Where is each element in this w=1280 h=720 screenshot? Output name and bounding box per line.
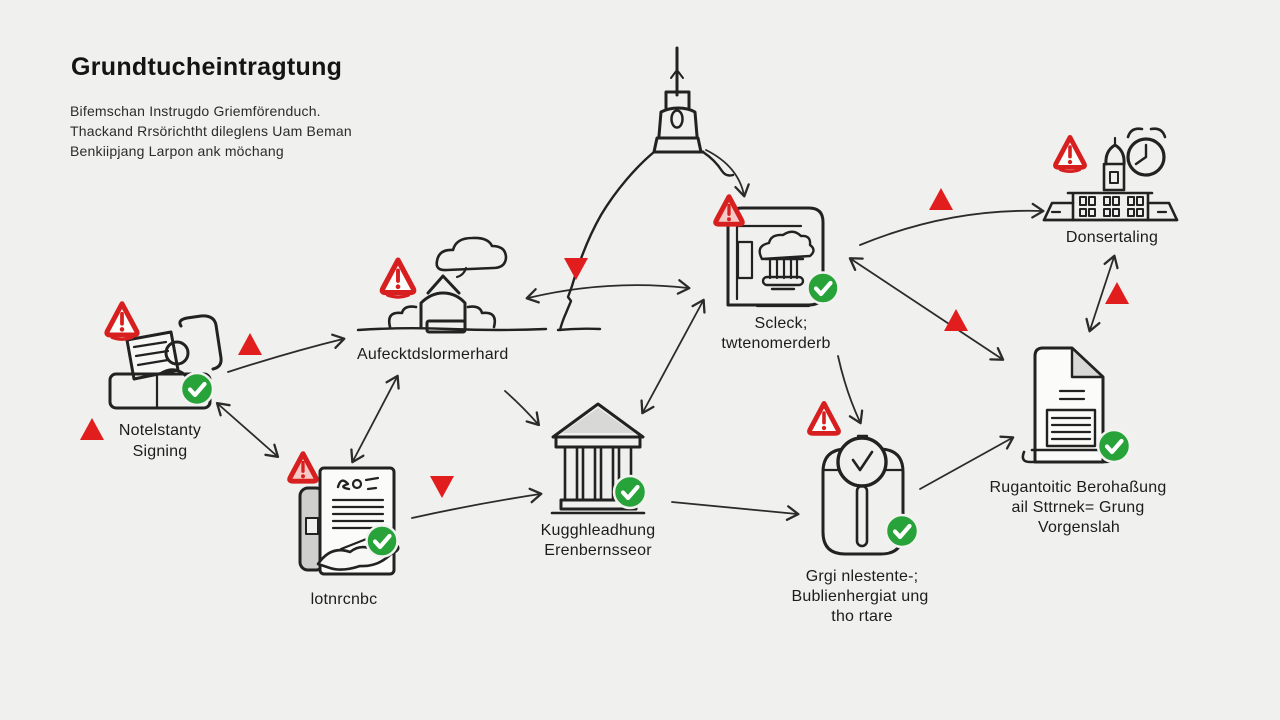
hill-left-slope: [558, 150, 656, 332]
check-circle-icon: [365, 524, 399, 558]
pediment-fill: [562, 408, 634, 433]
alarm-clock-icon: [1126, 137, 1166, 177]
arrow-review-to-certificate: [919, 435, 1015, 490]
clock-icon: [836, 436, 888, 488]
red-triangle-up-icon: [929, 188, 953, 210]
node-bank-icon: [550, 402, 646, 515]
notary-label-line1: Notelstanty: [118, 422, 202, 439]
records-label-line1: Scleck;: [754, 315, 808, 332]
warning-triangle-icon: [807, 400, 841, 436]
node-review-icon: [821, 434, 905, 556]
check-circle-icon: [179, 371, 215, 407]
arrow-records-to-review: [837, 355, 864, 425]
warning-triangles: [104, 134, 1087, 484]
clock-hands: [851, 450, 874, 472]
red-triangle-down-icon: [564, 258, 588, 280]
arrow-monument-contract: [350, 374, 400, 464]
check-circle-icon: [612, 474, 648, 510]
red-triangle-down-icon: [430, 476, 454, 498]
red-triangle-up-icon: [1105, 282, 1129, 304]
notary-label-line2: Signing: [132, 443, 188, 460]
certificate-label-line2: ail Sttrnek= Grung: [1011, 499, 1145, 516]
arrow-records-certificate: [848, 257, 1005, 361]
warning-triangle-icon: [1053, 134, 1087, 174]
warning-triangle-icon: [287, 451, 319, 484]
office-windows: [1079, 196, 1144, 217]
arrow-notary-contract: [215, 401, 280, 459]
cloud-icon: [758, 230, 815, 261]
arrow-bank-records: [640, 298, 706, 415]
monument-label: Aufecktdslormerhard: [357, 346, 509, 363]
contract-label: lotnrcnbc: [310, 591, 378, 608]
node-contract-icon: [298, 466, 400, 576]
arrow-certificate-office: [1085, 254, 1119, 333]
red-triangle-up-icon: [238, 333, 262, 355]
review-label-line1: Grgi nlestente-;: [805, 568, 919, 585]
ground-line: [356, 327, 548, 332]
review-label-line2: Bublienhergiat ung: [791, 588, 929, 605]
arrow-notary-to-monument: [227, 333, 346, 373]
node-monument-icon: [356, 236, 602, 334]
subtitle-line: Bifemschan Instrugdo Griemförenduch.: [70, 103, 321, 119]
cloud-icon: [435, 236, 508, 272]
warning-triangle-icon: [104, 301, 140, 341]
node-office-icon: [1042, 127, 1179, 222]
folded-corner: [1070, 346, 1105, 379]
alarm-bells: [1126, 127, 1167, 139]
arrow-contract-to-bank: [411, 487, 543, 519]
warning-triangle-icon: [713, 194, 745, 227]
red-marker-triangles: [80, 188, 1129, 498]
records-label-line2: twtenomerderb: [721, 335, 831, 352]
node-notary-icon: [108, 314, 223, 410]
check-badges: [179, 271, 1132, 558]
office-label: Donsertaling: [1065, 229, 1159, 246]
certificate-label-line1: Rugantoitic Berohaßung: [989, 479, 1167, 496]
red-triangle-up-icon: [944, 309, 968, 331]
check-circle-icon: [884, 513, 920, 549]
certificate-label-line3: Vorgenslah: [1037, 519, 1121, 536]
signature-squiggle: [336, 479, 351, 491]
bush-left: [387, 305, 418, 329]
arrow-church-to-records: [705, 149, 750, 198]
check-circle-icon: [1096, 428, 1132, 464]
subtitle-line: Benkiipjang Larpon ank möchang: [70, 143, 284, 159]
tower-dome-icon: [1104, 143, 1126, 166]
bush-right: [466, 305, 497, 329]
page-subtitle: Bifemschan Instrugdo Griemförenduch. Tha…: [70, 101, 352, 161]
page-title: Grundtucheintragtung: [71, 53, 343, 81]
hill-right-slope: [701, 150, 735, 177]
arrow-bank-to-review: [671, 501, 800, 521]
warning-triangle-icon: [379, 257, 417, 299]
review-label-line3: tho rtare: [831, 608, 893, 625]
bank-label-line2: Erenbernsseor: [544, 542, 652, 559]
red-triangle-up-icon: [80, 418, 104, 440]
connector-arrows: [215, 149, 1119, 521]
arrow-records-monument: [525, 279, 691, 304]
arrow-records-to-office: [859, 202, 1045, 246]
node-certificate-icon: [1021, 346, 1115, 464]
check-circle-icon: [806, 271, 840, 305]
alarm-hands: [1134, 143, 1148, 166]
arrow-monument-to-bank: [504, 390, 541, 427]
pendulum-icon: [855, 484, 869, 548]
bank-label-line1: Kugghleadhung: [540, 522, 656, 539]
subtitle-line: Thackand Rrsörichtht dileglens Uam Beman: [70, 123, 352, 139]
church-hill-sketch: [558, 46, 735, 332]
